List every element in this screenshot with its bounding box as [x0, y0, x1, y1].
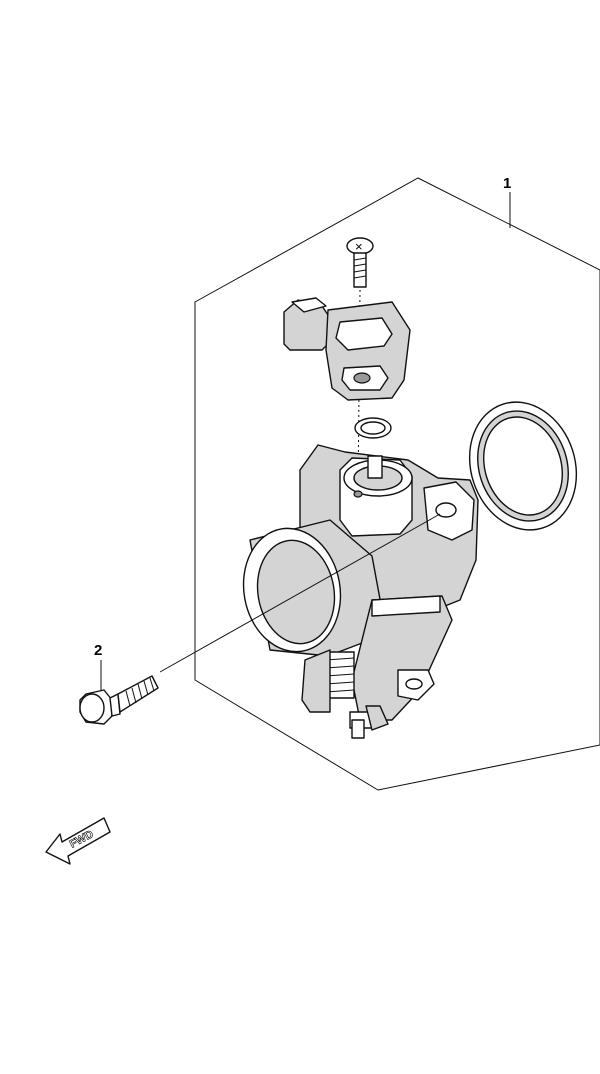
- callout-1-label: 1: [503, 175, 511, 192]
- throttle-body: [242, 444, 479, 739]
- sensor-screw: ×: [346, 237, 374, 288]
- o-ring-gasket: [468, 401, 578, 531]
- bolt-axis-line: [159, 513, 441, 673]
- throttle-position-sensor: [283, 297, 411, 401]
- callout-2-label: 2: [94, 642, 102, 659]
- mounting-bolt: [79, 675, 159, 725]
- assembly-boundary: [194, 177, 600, 791]
- forward-arrow-icon: FWD: [45, 817, 111, 865]
- small-o-ring: [354, 417, 392, 439]
- screw-mark: ×: [355, 239, 363, 254]
